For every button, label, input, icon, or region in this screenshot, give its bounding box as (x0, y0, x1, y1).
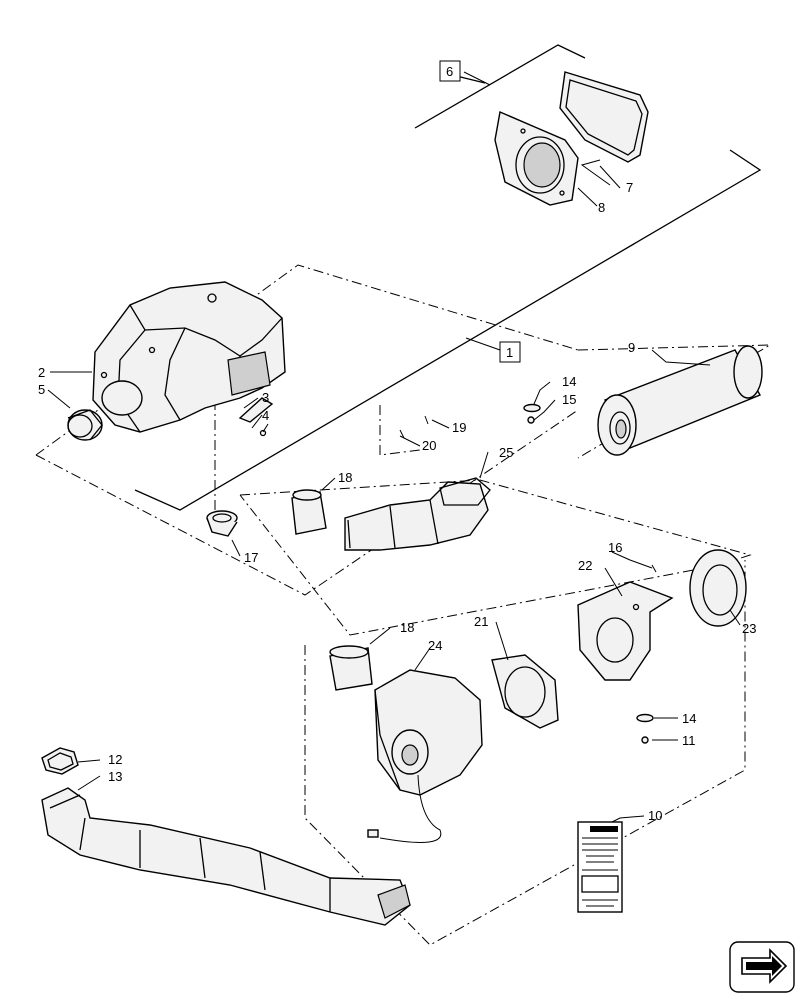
sleeve-lower (329, 645, 373, 691)
callout-23: 23 (742, 621, 756, 636)
curved-duct (344, 477, 491, 551)
blower-motor (367, 669, 483, 843)
washer-and-nut-upper (523, 403, 541, 424)
callout-labels: 6 1 7 8 9 2 5 3 4 14 15 19 20 18 25 17 1… (38, 60, 756, 823)
callout-19: 19 (452, 420, 466, 435)
callout-13: 13 (108, 769, 122, 784)
callout-18-upper: 18 (338, 470, 352, 485)
callout-18-lower: 18 (400, 620, 414, 635)
callout-9: 9 (628, 340, 635, 355)
clip-and-screw (238, 397, 274, 437)
callout-25: 25 (499, 445, 513, 460)
filter-cover (494, 111, 579, 206)
pins (399, 415, 429, 439)
decal-label (577, 821, 623, 913)
mounting-bracket (577, 581, 674, 681)
long-duct (41, 787, 411, 926)
kit-1-frame (134, 149, 762, 511)
callout-12: 12 (108, 752, 122, 767)
next-page-arrow-icon[interactable] (729, 941, 795, 993)
callout-6: 6 (446, 64, 453, 79)
callout-8: 8 (598, 200, 605, 215)
leader-lines (47, 71, 741, 823)
callout-24: 24 (428, 638, 442, 653)
callout-4: 4 (262, 408, 269, 423)
callout-14-lower: 14 (682, 711, 696, 726)
gasket (491, 654, 559, 729)
callout-1: 1 (506, 345, 513, 360)
duct-gasket (41, 747, 79, 775)
callout-2: 2 (38, 365, 45, 380)
fasteners-lower (636, 564, 657, 744)
air-filter-element (597, 345, 763, 456)
callout-3: 3 (262, 390, 269, 405)
callout-16: 16 (608, 540, 622, 555)
callout-11: 11 (682, 733, 696, 748)
callout-10: 10 (648, 808, 662, 823)
inlet-ring (67, 409, 103, 441)
callout-21: 21 (474, 614, 488, 629)
callout-5: 5 (38, 382, 45, 397)
seal-ring (689, 549, 747, 627)
callout-15: 15 (562, 392, 576, 407)
callout-14-upper: 14 (562, 374, 576, 389)
callout-7: 7 (626, 180, 633, 195)
callout-20: 20 (422, 438, 436, 453)
filter-seal-frame (559, 71, 649, 163)
callout-17: 17 (244, 550, 258, 565)
duct-adapter (206, 510, 238, 537)
sleeve-upper (291, 489, 327, 535)
callout-22: 22 (578, 558, 592, 573)
blower-housing (92, 281, 286, 433)
